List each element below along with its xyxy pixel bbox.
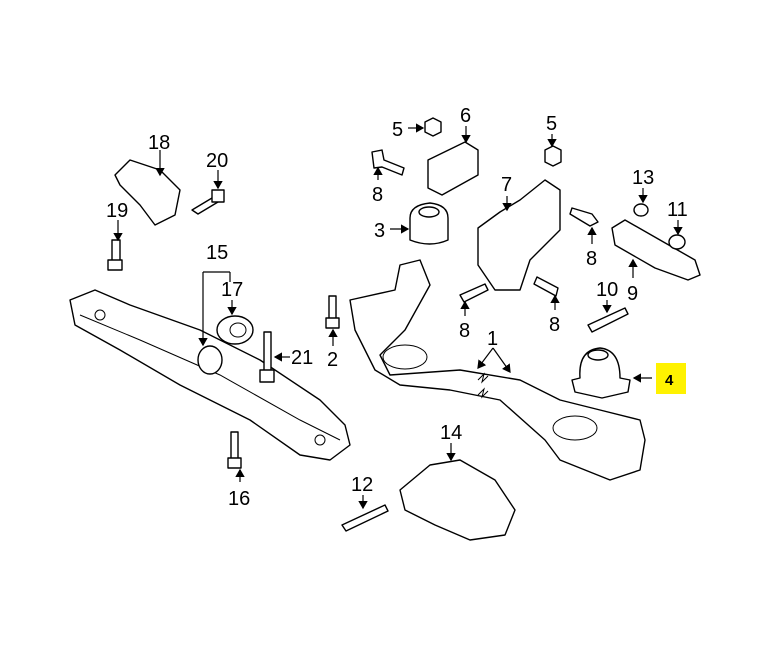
callout-20[interactable]: 20 xyxy=(206,150,228,172)
callout-1[interactable]: 1 xyxy=(487,328,498,350)
bolt-19-head xyxy=(107,259,123,271)
bolt-2 xyxy=(328,295,337,322)
callout-18[interactable]: 18 xyxy=(148,132,170,154)
transmission-mount-14 xyxy=(399,459,516,541)
callout-5-a[interactable]: 5 xyxy=(392,119,403,141)
callout-8-a[interactable]: 8 xyxy=(372,184,383,206)
torque-rod-9 xyxy=(611,219,701,281)
bolt-8-c xyxy=(459,283,489,303)
callout-13[interactable]: 13 xyxy=(632,167,654,189)
nut-5-b xyxy=(544,145,562,167)
bolt-8-b xyxy=(569,207,599,227)
callout-16[interactable]: 16 xyxy=(228,488,250,510)
callout-8-b[interactable]: 8 xyxy=(586,248,597,270)
bolt-20-head xyxy=(211,189,225,203)
bushing-15 xyxy=(197,345,223,375)
callout-15[interactable]: 15 xyxy=(206,242,228,264)
callout-3[interactable]: 3 xyxy=(374,220,385,242)
bushing-11 xyxy=(668,234,686,250)
callout-6[interactable]: 6 xyxy=(460,105,471,127)
callout-4[interactable]: 4 xyxy=(665,372,674,389)
bracket-18 xyxy=(114,159,181,226)
callout-12[interactable]: 12 xyxy=(351,474,373,496)
crossmember-left xyxy=(69,289,351,461)
callout-2[interactable]: 2 xyxy=(327,349,338,371)
callout-8-c[interactable]: 8 xyxy=(459,320,470,342)
callout-21[interactable]: 21 xyxy=(291,347,313,369)
callout-10[interactable]: 10 xyxy=(596,279,618,301)
bracket-6 xyxy=(427,141,479,196)
callout-9[interactable]: 9 xyxy=(627,283,638,305)
callout-labels: 18 20 19 15 17 21 16 2 5 6 5 8 3 7 13 11… xyxy=(106,105,688,510)
callout-17[interactable]: 17 xyxy=(221,279,243,301)
bolt-12 xyxy=(341,504,389,532)
highlight-box-4 xyxy=(656,363,686,394)
callout-7[interactable]: 7 xyxy=(501,174,512,196)
bolt-21-head xyxy=(259,369,275,383)
bolt-2-head xyxy=(325,317,340,329)
subframe-1 xyxy=(349,259,646,481)
bolt-19 xyxy=(111,239,121,263)
nut-5-a xyxy=(424,117,442,137)
callout-8-d[interactable]: 8 xyxy=(549,314,560,336)
engine-mount-4 xyxy=(571,347,631,399)
leader-lines xyxy=(113,123,683,510)
callout-19[interactable]: 19 xyxy=(106,200,128,222)
bolt-10 xyxy=(587,307,629,333)
bushing-13 xyxy=(633,203,649,217)
callout-11[interactable]: 11 xyxy=(667,199,688,221)
bolt-21 xyxy=(263,331,272,373)
bushing-17 xyxy=(216,315,254,345)
bolt-8-a xyxy=(371,149,405,176)
bolt-8-d xyxy=(533,276,559,297)
engine-mount-3 xyxy=(409,202,449,245)
bracket-7 xyxy=(477,179,561,291)
callout-5-b[interactable]: 5 xyxy=(546,113,557,135)
bolt-16-head xyxy=(227,457,242,469)
callout-14[interactable]: 14 xyxy=(440,422,462,444)
bolt-16 xyxy=(230,431,239,461)
